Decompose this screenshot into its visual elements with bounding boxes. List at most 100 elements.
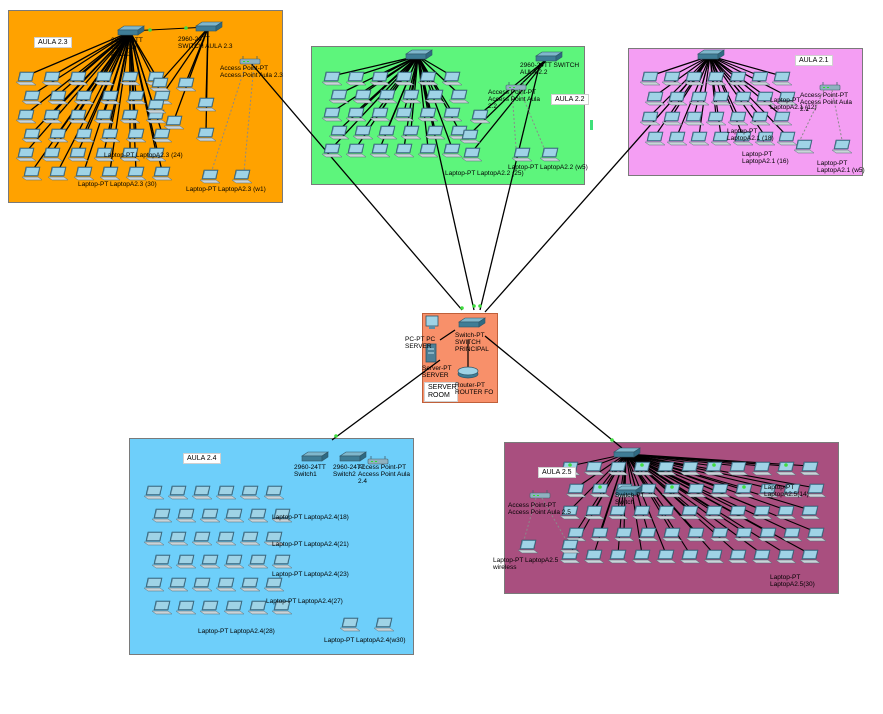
laptop-icon[interactable] — [754, 131, 776, 146]
laptop-icon[interactable] — [191, 577, 213, 592]
laptop-icon[interactable] — [67, 71, 89, 86]
laptop-icon[interactable] — [67, 109, 89, 124]
laptop-icon[interactable] — [167, 485, 189, 500]
laptop-icon[interactable] — [215, 577, 237, 592]
laptop-icon[interactable] — [749, 71, 771, 86]
laptop-icon[interactable] — [749, 111, 771, 126]
laptop-icon[interactable] — [247, 600, 269, 615]
laptop-icon[interactable] — [191, 485, 213, 500]
laptop-icon[interactable] — [709, 527, 731, 542]
laptop-icon[interactable] — [775, 505, 797, 520]
laptop-icon[interactable] — [424, 89, 446, 104]
switch2-icon[interactable] — [339, 451, 367, 462]
laptop-icon[interactable] — [655, 505, 677, 520]
laptop-icon[interactable] — [805, 527, 827, 542]
laptop-icon[interactable] — [345, 107, 367, 122]
laptop-icon[interactable] — [239, 531, 261, 546]
access-point-icon[interactable] — [505, 82, 527, 91]
laptop-icon[interactable] — [199, 169, 221, 184]
laptop-icon[interactable] — [771, 111, 793, 126]
laptop-icon[interactable] — [151, 508, 173, 523]
laptop-icon[interactable] — [448, 89, 470, 104]
laptop-icon[interactable] — [393, 143, 415, 158]
laptop-icon[interactable] — [369, 71, 391, 86]
laptop-icon[interactable] — [688, 91, 710, 106]
laptop-icon[interactable] — [345, 71, 367, 86]
laptop-icon[interactable] — [583, 505, 605, 520]
laptop-icon[interactable] — [352, 125, 374, 140]
laptop-icon[interactable] — [559, 505, 581, 520]
laptop-icon[interactable] — [41, 147, 63, 162]
laptop-icon[interactable] — [47, 166, 69, 181]
laptop-icon[interactable] — [709, 483, 731, 498]
laptop-icon[interactable] — [679, 549, 701, 564]
laptop-icon[interactable] — [776, 131, 798, 146]
router-icon[interactable] — [457, 366, 479, 379]
laptop-icon[interactable] — [223, 600, 245, 615]
server-icon[interactable] — [425, 343, 437, 363]
laptop-icon[interactable] — [145, 147, 167, 162]
laptop-icon[interactable] — [369, 107, 391, 122]
laptop-icon[interactable] — [771, 71, 793, 86]
laptop-icon[interactable] — [369, 143, 391, 158]
switch-aula25-icon[interactable] — [613, 447, 641, 458]
laptop-icon[interactable] — [47, 90, 69, 105]
switch-aula25-b-icon[interactable] — [615, 485, 643, 496]
laptop-icon[interactable] — [517, 539, 539, 554]
laptop-icon[interactable] — [93, 109, 115, 124]
laptop-icon[interactable] — [565, 483, 587, 498]
laptop-icon[interactable] — [321, 107, 343, 122]
laptop-icon[interactable] — [733, 527, 755, 542]
laptop-icon[interactable] — [417, 107, 439, 122]
access-point-icon[interactable] — [529, 490, 551, 499]
laptop-icon[interactable] — [373, 617, 395, 632]
laptop-icon[interactable] — [145, 99, 167, 114]
laptop-icon[interactable] — [143, 531, 165, 546]
laptop-icon[interactable] — [831, 139, 853, 154]
laptop-icon[interactable] — [644, 131, 666, 146]
switch-aula23-icon[interactable] — [195, 21, 223, 32]
laptop-icon[interactable] — [679, 461, 701, 476]
access-point-icon[interactable] — [367, 456, 389, 465]
laptop-icon[interactable] — [459, 129, 481, 144]
laptop-icon[interactable] — [703, 505, 725, 520]
laptop-icon[interactable] — [727, 71, 749, 86]
laptop-icon[interactable] — [655, 549, 677, 564]
laptop-icon[interactable] — [688, 131, 710, 146]
laptop-icon[interactable] — [328, 125, 350, 140]
switch-aula3-icon[interactable] — [117, 25, 145, 36]
laptop-icon[interactable] — [119, 147, 141, 162]
laptop-icon[interactable] — [781, 483, 803, 498]
laptop-icon[interactable] — [263, 485, 285, 500]
laptop-icon[interactable] — [710, 91, 732, 106]
laptop-icon[interactable] — [799, 549, 821, 564]
laptop-icon[interactable] — [583, 461, 605, 476]
laptop-icon[interactable] — [143, 485, 165, 500]
laptop-icon[interactable] — [757, 527, 779, 542]
laptop-icon[interactable] — [727, 461, 749, 476]
laptop-icon[interactable] — [125, 166, 147, 181]
laptop-icon[interactable] — [151, 166, 173, 181]
laptop-icon[interactable] — [15, 147, 37, 162]
laptop-icon[interactable] — [41, 109, 63, 124]
laptop-icon[interactable] — [231, 169, 253, 184]
laptop-icon[interactable] — [247, 554, 269, 569]
laptop-icon[interactable] — [400, 125, 422, 140]
laptop-icon[interactable] — [175, 508, 197, 523]
laptop-icon[interactable] — [15, 71, 37, 86]
laptop-icon[interactable] — [799, 461, 821, 476]
laptop-icon[interactable] — [143, 577, 165, 592]
laptop-icon[interactable] — [565, 527, 587, 542]
laptop-icon[interactable] — [732, 91, 754, 106]
laptop-icon[interactable] — [352, 89, 374, 104]
switch-aula22-main-icon[interactable] — [405, 49, 433, 60]
laptop-icon[interactable] — [21, 128, 43, 143]
laptop-icon[interactable] — [705, 111, 727, 126]
access-point-icon[interactable] — [239, 56, 261, 65]
laptop-icon[interactable] — [607, 549, 629, 564]
laptop-icon[interactable] — [393, 107, 415, 122]
laptop-icon[interactable] — [73, 90, 95, 105]
laptop-icon[interactable] — [793, 139, 815, 154]
laptop-icon[interactable] — [727, 549, 749, 564]
laptop-icon[interactable] — [469, 109, 491, 124]
